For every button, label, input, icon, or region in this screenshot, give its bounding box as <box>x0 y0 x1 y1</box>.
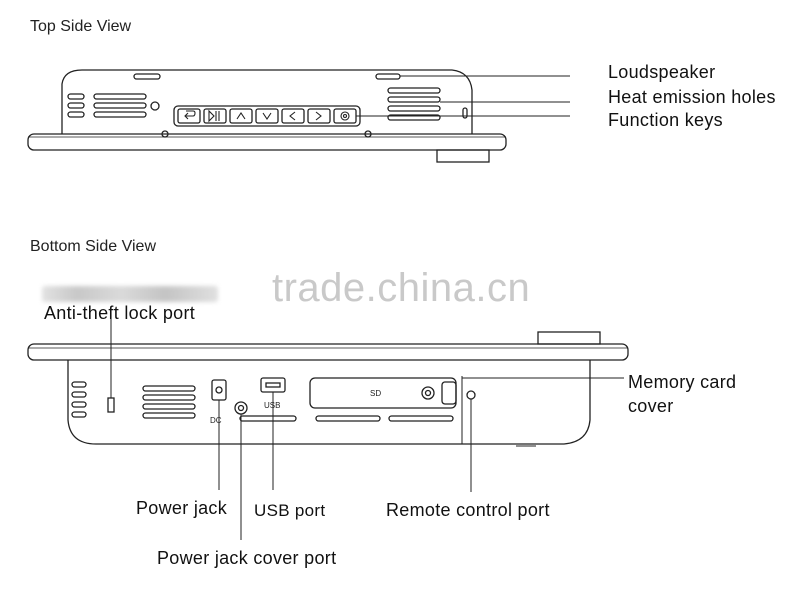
bottom-slot <box>239 415 297 422</box>
top-slot-left <box>133 73 161 80</box>
bottom-slot <box>315 415 381 422</box>
sd-mark: SD <box>370 389 381 398</box>
left-arrow-icon <box>289 111 296 121</box>
down-arrow-icon <box>262 112 272 120</box>
top-slot-right <box>375 73 401 80</box>
screw-dot <box>364 130 372 138</box>
dc-mark: DC <box>210 416 222 425</box>
label-anti-theft: Anti-theft lock port <box>44 303 196 323</box>
settings-icon <box>340 111 350 121</box>
top-leader-lines <box>356 75 570 117</box>
label-memory-card-1: Memory card <box>628 372 737 392</box>
memory-card-screw <box>421 386 435 400</box>
remote-control-port <box>466 390 476 400</box>
function-keys <box>177 108 357 124</box>
anti-theft-lock-port <box>107 397 115 413</box>
function-key <box>307 108 331 124</box>
function-key <box>281 108 305 124</box>
bottom-view-title: Bottom Side View <box>30 238 156 255</box>
top-device-body <box>27 69 507 163</box>
top-left-vents <box>67 93 147 118</box>
function-key <box>177 108 201 124</box>
label-heat-emission: Heat emission holes <box>608 87 776 107</box>
power-jack-cover-port <box>234 401 248 415</box>
usb-mark: USB <box>264 401 280 410</box>
label-memory-card-2: cover <box>628 396 674 416</box>
function-key <box>203 108 227 124</box>
top-small-hole <box>150 101 160 111</box>
power-jack <box>211 379 227 401</box>
watermark: trade.china.cn <box>272 266 531 310</box>
label-power-jack-cover: Power jack cover port <box>157 548 337 568</box>
usb-port <box>260 377 286 393</box>
label-function-keys: Function keys <box>608 110 723 130</box>
label-loudspeaker: Loudspeaker <box>608 62 716 82</box>
top-right-vents <box>387 87 441 121</box>
bottom-leader-lines <box>110 318 624 540</box>
label-usb-port: USB port <box>254 501 326 520</box>
bottom-device-body <box>27 331 629 445</box>
blurred-band <box>42 286 218 302</box>
up-arrow-icon <box>236 112 246 120</box>
function-key <box>333 108 357 124</box>
return-icon <box>184 110 196 120</box>
play-pause-icon <box>208 109 220 123</box>
bottom-left-vents <box>71 381 196 419</box>
bottom-slot <box>388 415 454 422</box>
function-key <box>255 108 279 124</box>
screw-dot <box>161 130 169 138</box>
label-remote-control: Remote control port <box>386 500 550 520</box>
top-view-title: Top Side View <box>30 18 132 35</box>
power-jack-pin <box>215 386 223 394</box>
label-power-jack: Power jack <box>136 498 228 518</box>
right-arrow-icon <box>315 111 322 121</box>
function-key <box>229 108 253 124</box>
top-right-indicator <box>462 107 468 119</box>
